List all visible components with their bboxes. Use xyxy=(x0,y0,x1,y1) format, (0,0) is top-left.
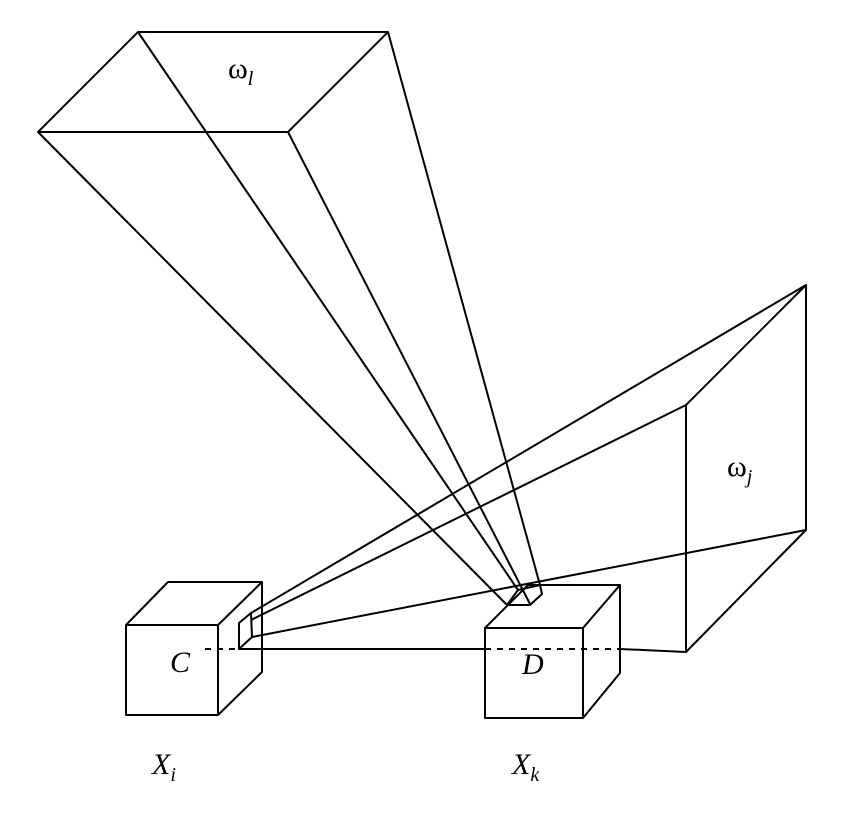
omega-l-base: ω xyxy=(228,52,248,85)
label-cube-d: D xyxy=(522,648,544,681)
patch-d xyxy=(506,584,543,606)
x-k-sub: k xyxy=(530,764,540,786)
label-omega-j: ωj xyxy=(727,450,752,489)
label-x-i: Xi xyxy=(152,748,176,787)
label-x-k: Xk xyxy=(512,748,539,787)
x-i-base: X xyxy=(152,748,171,781)
x-i-sub: i xyxy=(170,764,176,786)
omega-l-sub: l xyxy=(247,68,254,90)
omega-j-base: ω xyxy=(727,450,747,483)
x-k-base: X xyxy=(512,748,531,781)
label-omega-l: ωl xyxy=(228,52,253,91)
frustum-omega-j xyxy=(250,284,807,653)
omega-j-sub: j xyxy=(746,466,753,488)
cube-d xyxy=(484,584,621,719)
cube-c xyxy=(125,581,263,716)
label-cube-c: C xyxy=(170,646,191,679)
patch-c xyxy=(238,612,253,650)
frustum-omega-l xyxy=(37,31,541,606)
